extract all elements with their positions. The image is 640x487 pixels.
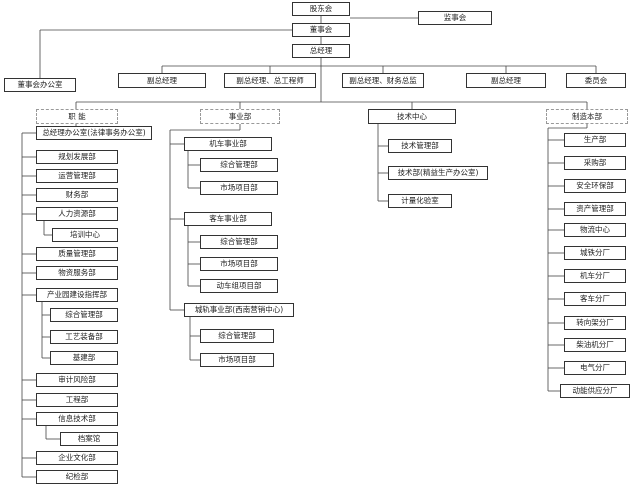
node-head-functional: 职 能 bbox=[36, 109, 118, 124]
mfg-electrical: 电气分厂 bbox=[564, 361, 626, 375]
func-training: 培训中心 bbox=[52, 228, 118, 242]
bu-urban-market: 市场项目部 bbox=[200, 353, 274, 367]
func-culture: 企业文化部 bbox=[36, 451, 118, 465]
node-head-manufacturing: 制造本部 bbox=[546, 109, 628, 124]
bu-passenger-market: 市场项目部 bbox=[200, 257, 278, 271]
node-board-office: 董事会办公室 bbox=[4, 78, 76, 92]
tech-lean: 技术部(精益生产办公室) bbox=[388, 166, 488, 180]
bu-urban: 城轨事业部(西南营销中心) bbox=[184, 303, 294, 317]
bu-locomotive-general: 综合管理部 bbox=[200, 158, 278, 172]
node-executive-3: 副总经理、财务总监 bbox=[342, 73, 424, 88]
node-executive-1: 副总经理 bbox=[118, 73, 206, 88]
bu-passenger: 客车事业部 bbox=[184, 212, 272, 226]
mfg-assets: 资产管理部 bbox=[564, 202, 626, 216]
node-shareholders: 股东会 bbox=[292, 2, 350, 16]
func-planning: 规划发展部 bbox=[36, 150, 118, 164]
node-head-business: 事业部 bbox=[200, 109, 280, 124]
func-quality: 质量管理部 bbox=[36, 247, 118, 261]
node-gm: 总经理 bbox=[292, 44, 350, 58]
func-operations: 运营管理部 bbox=[36, 169, 118, 183]
node-supervisors: 监事会 bbox=[418, 11, 492, 25]
bu-locomotive: 机车事业部 bbox=[184, 137, 272, 151]
func-industrial-park: 产业园建设指挥部 bbox=[36, 288, 118, 302]
func-discipline: 纪检部 bbox=[36, 470, 118, 484]
func-park-construction: 基建部 bbox=[50, 351, 118, 365]
mfg-production: 生产部 bbox=[564, 133, 626, 147]
func-park-general: 综合管理部 bbox=[50, 308, 118, 322]
func-engineering: 工程部 bbox=[36, 393, 118, 407]
mfg-logistics: 物流中心 bbox=[564, 223, 626, 237]
bu-passenger-emu: 动车组项目部 bbox=[200, 279, 278, 293]
mfg-locomotive: 机车分厂 bbox=[564, 269, 626, 283]
node-board: 董事会 bbox=[292, 23, 350, 37]
tech-management: 技术管理部 bbox=[388, 139, 452, 153]
node-executive-4: 副总经理 bbox=[466, 73, 546, 88]
mfg-diesel: 柴油机分厂 bbox=[564, 338, 626, 352]
func-park-equipment: 工艺装备部 bbox=[50, 330, 118, 344]
mfg-bogie: 转向架分厂 bbox=[564, 316, 626, 330]
func-archives: 档案馆 bbox=[60, 432, 118, 446]
tech-metrology: 计量化验室 bbox=[388, 194, 452, 208]
func-hr: 人力资源部 bbox=[36, 207, 118, 221]
mfg-safety: 安全环保部 bbox=[564, 179, 626, 193]
node-executive-2: 副总经理、总工程师 bbox=[224, 73, 316, 88]
bu-urban-general: 综合管理部 bbox=[200, 329, 274, 343]
func-audit: 审计风险部 bbox=[36, 373, 118, 387]
func-gm-office: 总经理办公室(法律事务办公室) bbox=[36, 126, 152, 140]
mfg-procurement: 采购部 bbox=[564, 156, 626, 170]
bu-locomotive-market: 市场项目部 bbox=[200, 181, 278, 195]
node-executive-5: 委员会 bbox=[566, 73, 626, 88]
func-it: 信息技术部 bbox=[36, 412, 118, 426]
mfg-urban-rail: 城铁分厂 bbox=[564, 246, 626, 260]
bu-passenger-general: 综合管理部 bbox=[200, 235, 278, 249]
func-materials: 物资服务部 bbox=[36, 266, 118, 280]
node-head-technology: 技术中心 bbox=[368, 109, 456, 124]
mfg-passenger: 客车分厂 bbox=[564, 292, 626, 306]
func-finance: 财务部 bbox=[36, 188, 118, 202]
mfg-energy: 动能供应分厂 bbox=[560, 384, 630, 398]
